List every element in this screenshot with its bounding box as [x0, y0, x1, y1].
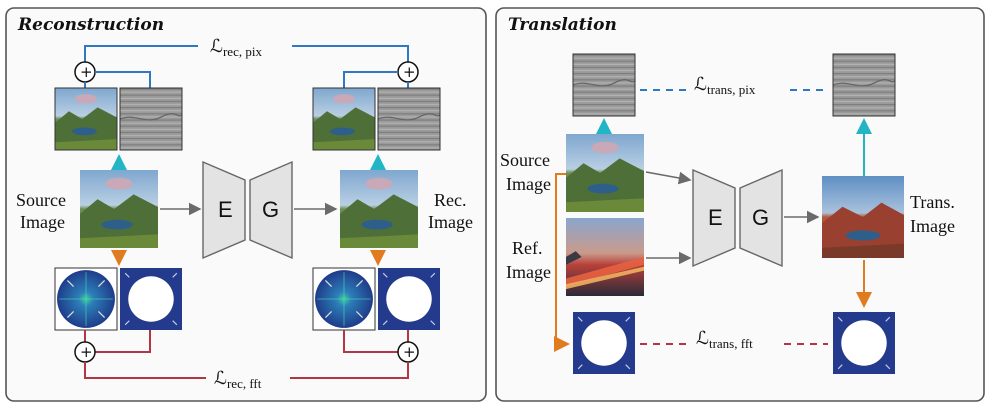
rec-pix-line-right: [292, 45, 409, 62]
trans-src-highfreq-image: [573, 54, 635, 116]
rec-out-lowfreq-image: [313, 88, 375, 150]
rec-fft-line-right: [290, 362, 409, 379]
trans-source-label-line1: Source: [500, 150, 550, 170]
rec-out-highfreq-image: [378, 88, 440, 150]
rec-right-spectrum-to-plus: [343, 330, 398, 353]
trans-out-highfreq-frame: [832, 53, 896, 117]
rec-left-bottom-plus-sign: +: [80, 343, 93, 361]
trans-fft-loss: ℒtrans, fft: [696, 328, 753, 351]
trans-ref-label-line1: Ref.: [512, 238, 543, 258]
trans-source-image: [566, 134, 644, 212]
rec-src-fft-mask: [120, 268, 182, 330]
rec-right-top-plus-sign: +: [403, 63, 416, 81]
rec-generator-block: [249, 160, 293, 260]
translation-title: Translation: [508, 15, 617, 35]
trans-encoder-block: [692, 168, 736, 268]
rec-left-mask-to-plus: [95, 330, 151, 353]
rec-src-fft-spectrum: [55, 268, 117, 330]
reconstruction-title: Reconstruction: [17, 15, 164, 35]
rec-out-fft-spectrum: [313, 268, 375, 330]
trans-source-label-line2: Image: [506, 174, 551, 194]
rec-output-label-line2: Image: [428, 212, 473, 232]
rec-encoder-label: E: [218, 197, 233, 222]
rec-generator-label: G: [262, 197, 279, 222]
rec-src-lowfreq-image: [55, 88, 117, 150]
rec-source-label-line2: Image: [20, 212, 65, 232]
trans-pix-loss: ℒtrans, pix: [694, 74, 756, 97]
rec-src-highfreq-image: [120, 88, 182, 150]
rec-pix-loss: ℒrec, pix: [210, 36, 262, 59]
trans-encoder-label: E: [708, 205, 723, 230]
rec-pix-line-left: [84, 45, 198, 62]
rec-source-label-line1: Source: [16, 190, 66, 210]
rec-src-highfreq-frame: [119, 87, 183, 151]
trans-src-highfreq-frame: [572, 53, 636, 117]
trans-reference-image: [566, 218, 644, 296]
rec-output-label-line1: Rec.: [434, 190, 466, 210]
trans-src-fft-path: [554, 173, 570, 352]
rec-out-highfreq-frame: [377, 87, 441, 151]
trans-src-to-encoder-arrow: [645, 171, 692, 185]
rec-out-fft-mask: [378, 268, 440, 330]
rec-src-lowfreq-frame: [54, 87, 118, 151]
trans-ref-label-line2: Image: [506, 262, 551, 282]
rec-right-bottom-plus-sign: +: [403, 343, 416, 361]
rec-left-plus-to-hf: [95, 71, 151, 88]
trans-src-fft-mask: [573, 312, 635, 374]
rec-encoder-block: [202, 160, 246, 260]
trans-output-label-line1: Trans.: [910, 192, 955, 212]
trans-generator-block: [739, 168, 783, 268]
trans-out-fft-mask: [833, 312, 895, 374]
rec-fft-line-left: [84, 362, 206, 379]
trans-out-highfreq-image: [833, 54, 895, 116]
trans-output-image: [822, 176, 904, 258]
rec-right-plus-to-img: [343, 71, 398, 88]
rec-out-lowfreq-frame: [312, 87, 376, 151]
rec-left-top-plus-sign: +: [80, 63, 93, 81]
trans-generator-label: G: [752, 205, 769, 230]
rec-reconstructed-image: [340, 170, 418, 248]
rec-source-image: [80, 170, 158, 248]
rec-fft-loss: ℒrec, fft: [214, 368, 262, 391]
trans-output-label-line2: Image: [910, 216, 955, 236]
